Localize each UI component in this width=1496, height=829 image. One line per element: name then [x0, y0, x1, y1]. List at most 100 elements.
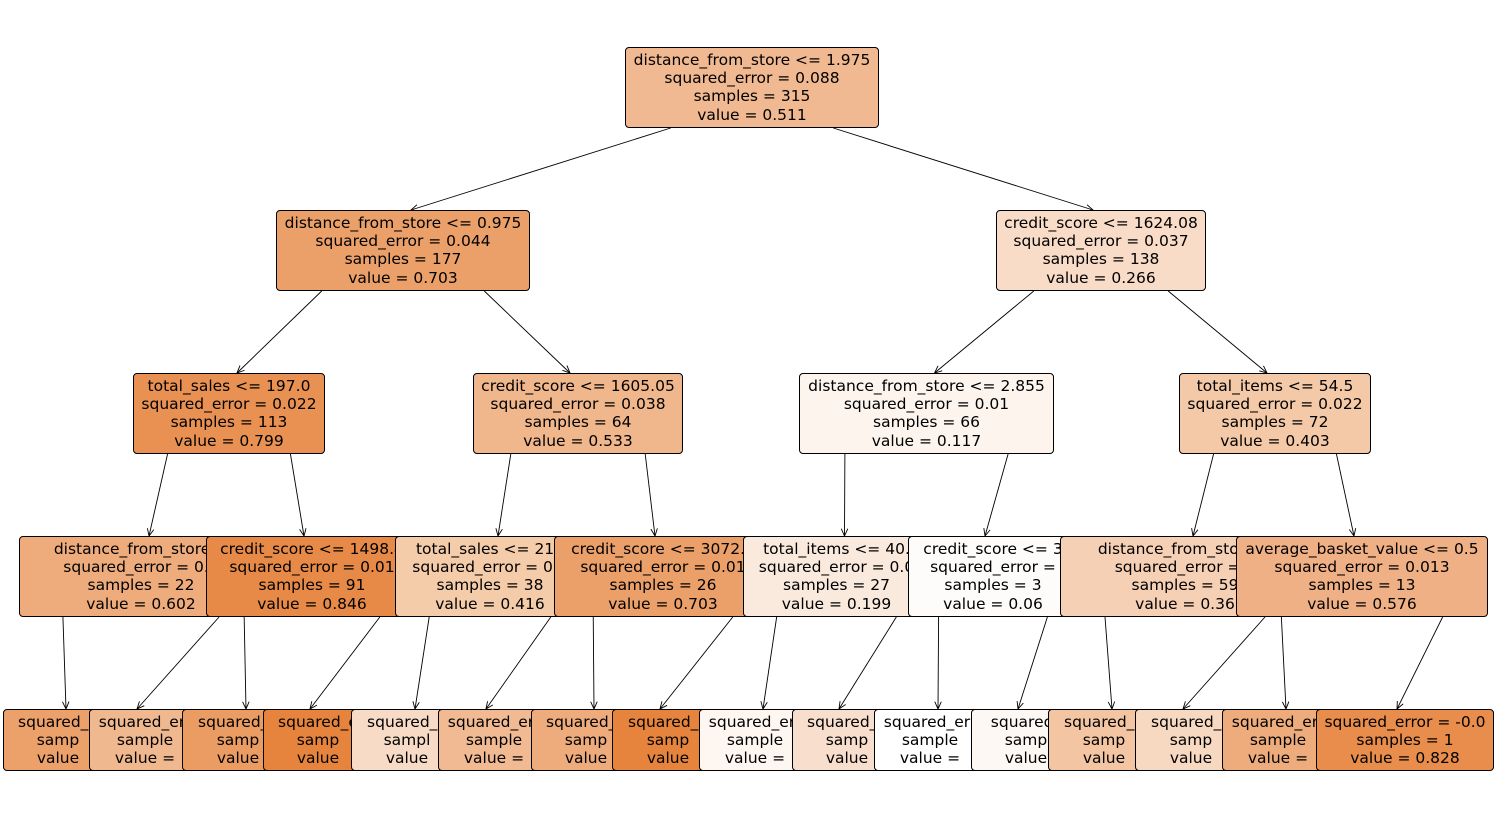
- tree-edge: [1104, 616, 1113, 710]
- node-text-line: sample: [726, 731, 784, 750]
- tree-edge: [1396, 616, 1444, 710]
- node-text-line: squared_e: [807, 713, 887, 731]
- node-text-line: squared_error = 0.01: [843, 395, 1010, 414]
- node-text-line: credit_score <= 3072.0: [571, 540, 755, 558]
- node-text-line: value = 0.416: [435, 594, 545, 613]
- node-text-line: credit_score <= 1605.05: [481, 377, 675, 395]
- node-text-line: value: [216, 749, 260, 768]
- node-text-line: squared_error = 0.037: [1013, 232, 1189, 251]
- tree-edge: [644, 453, 656, 537]
- node-text-line: value: [825, 749, 869, 768]
- node-text-line: samp: [564, 731, 608, 750]
- tree-edge: [659, 616, 734, 710]
- node-text-line: distance_from_store <= 2.855: [808, 377, 1045, 395]
- tree-edge: [1017, 616, 1048, 710]
- node-text-line: samples = 91: [258, 576, 366, 595]
- node-text-line: value =: [1247, 749, 1309, 768]
- node-text-line: sample: [1249, 731, 1307, 750]
- node-text-line: squared_error = 0.01: [580, 558, 746, 577]
- node-text-line: value: [1082, 749, 1126, 768]
- tree-edge: [483, 290, 571, 374]
- tree-edge: [236, 290, 323, 374]
- node-text-line: value = 0.199: [781, 594, 892, 613]
- node-text-line: samples = 113: [170, 413, 288, 432]
- node-text-line: samp: [1004, 731, 1048, 750]
- node-text-line: squared_e: [1151, 713, 1231, 731]
- node-text-line: samples = 22: [87, 576, 195, 595]
- node-text-line: samples = 38: [436, 576, 544, 595]
- node-text-line: squared_error = 0.01: [229, 558, 395, 577]
- node-text-line: distance_from_store <= 1.975: [633, 51, 871, 69]
- node-text-line: squared_error = 0.013: [1274, 558, 1450, 577]
- node-text-line: samples = 138: [1042, 250, 1160, 269]
- node-text-line: samples = 315: [693, 87, 811, 106]
- node-text-line: credit_score <= 3: [923, 540, 1063, 558]
- node-text-line: squared_error = 0.088: [664, 69, 840, 88]
- node-text-line: total_sales <= 197.0: [147, 377, 311, 395]
- node-text-line: squared_err: [708, 713, 802, 731]
- node-text-line: squared_error = 0.022: [1187, 395, 1363, 414]
- node-text-line: squared_error = 0: [1114, 558, 1256, 577]
- node-text-line: value = 0.511: [697, 105, 807, 124]
- node-text-line: total_items <= 40.: [763, 540, 910, 558]
- node-text-line: squared_error = -0.0: [1324, 713, 1486, 731]
- node-text-line: value = 0.828: [1350, 749, 1460, 768]
- node-text-line: total_items <= 54.5: [1196, 377, 1354, 395]
- node-text-line: squared_error = 0.022: [141, 395, 317, 414]
- node-text-line: squared_error = 0.0: [758, 558, 915, 577]
- tree-edge: [1182, 616, 1266, 710]
- node-text-line: value: [385, 749, 429, 768]
- node-text-line: squared_error = 0.044: [315, 232, 491, 251]
- tree-edge: [937, 616, 940, 710]
- node-text-line: credit_score <= 1624.08: [1004, 214, 1198, 232]
- tree-edge: [148, 453, 168, 537]
- node-text-line: samples = 72: [1221, 413, 1329, 432]
- node-text-line: value = 0.602: [86, 594, 196, 613]
- tree-edge: [762, 616, 778, 710]
- node-text-line: average_basket_value <= 0.5: [1245, 540, 1479, 558]
- node-text-line: samples = 1: [1356, 731, 1454, 750]
- node-text-line: squared_error = 0.0: [63, 558, 219, 577]
- tree-edge: [243, 616, 247, 710]
- node-text-line: squared_error =: [930, 558, 1056, 577]
- node-text-line: distance_from_store <: [1097, 540, 1273, 558]
- node-text-line: samp: [646, 731, 690, 750]
- node-text-line: samples = 64: [524, 413, 632, 432]
- node-text-line: squared_e: [546, 713, 626, 731]
- node-text-line: total_sales <= 211: [415, 540, 565, 558]
- node-text-line: squared_err: [883, 713, 977, 731]
- tree-node: distance_from_store <squared_error = 0.0…: [19, 536, 263, 617]
- node-text-line: value: [564, 749, 608, 768]
- node-text-line: credit_score <= 1498.4: [220, 540, 404, 558]
- node-text-line: squared_err: [447, 713, 541, 731]
- tree-edge: [62, 616, 67, 710]
- node-text-line: value = 0.846: [257, 594, 367, 613]
- tree-edge: [410, 127, 671, 211]
- node-text-line: squared_e: [1064, 713, 1144, 731]
- node-text-line: value = 0.533: [523, 431, 633, 450]
- tree-edge: [1192, 453, 1214, 537]
- node-text-line: samp: [296, 731, 340, 750]
- tree-edge: [838, 616, 897, 710]
- node-text-line: value: [296, 749, 340, 768]
- node-text-line: squared_error = 0.0: [412, 558, 568, 577]
- node-text-line: value: [1004, 749, 1048, 768]
- node-text-line: squared_e: [198, 713, 278, 731]
- node-text-line: value = 0.703: [608, 594, 718, 613]
- node-text-line: sample: [116, 731, 174, 750]
- node-text-line: samp: [1082, 731, 1126, 750]
